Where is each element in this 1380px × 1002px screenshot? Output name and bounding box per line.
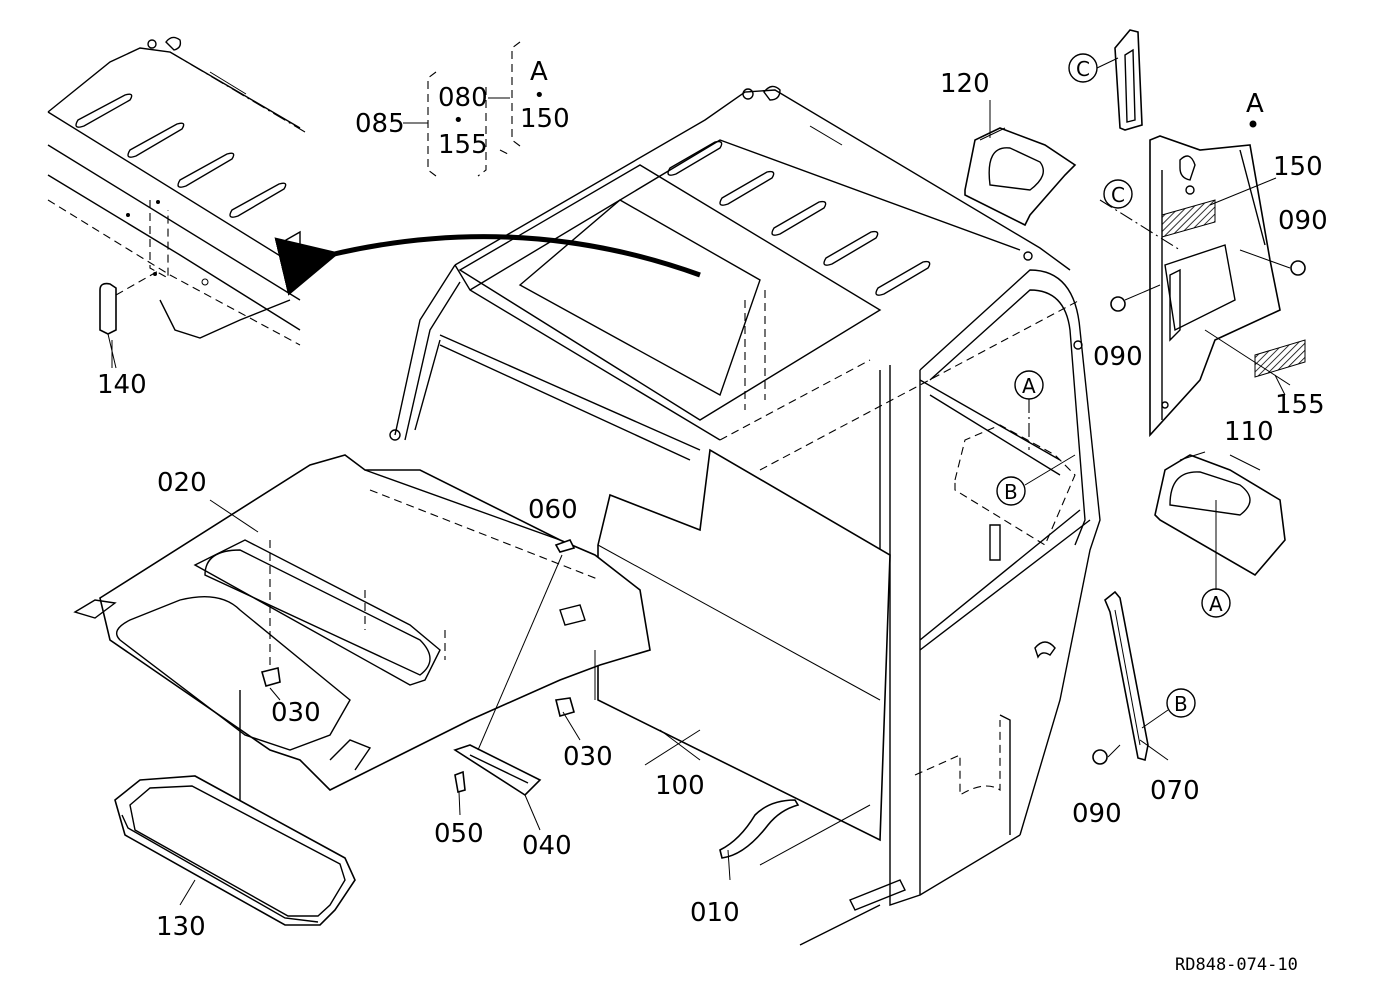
callout-letter-a-top: A [1246, 89, 1264, 119]
label-030-right: 030 [563, 742, 613, 772]
label-140: 140 [97, 370, 147, 400]
svg-text:C: C [1076, 57, 1090, 81]
svg-text:A: A [1022, 374, 1036, 398]
label-090-lower: 090 [1072, 799, 1122, 829]
callout-b-lower: B [1141, 688, 1196, 729]
part-060-clip [554, 539, 576, 553]
part-100-rear-panel [597, 448, 891, 842]
part-050-screw [454, 770, 466, 794]
label-080: 080 [438, 83, 488, 113]
label-070: 070 [1150, 776, 1200, 806]
label-090-left: 090 [1093, 342, 1143, 372]
callout-c-top: C [1068, 53, 1119, 83]
part-090-nut-lower [1092, 749, 1108, 765]
label-085: 085 [355, 109, 405, 139]
label-040: 040 [522, 831, 572, 861]
callout-a-lower: A [1201, 588, 1231, 618]
kit-dot-right: • [534, 85, 545, 106]
part-c-bracket [1114, 29, 1143, 131]
part-110-trim [1154, 451, 1286, 577]
svg-text:A: A [1209, 592, 1223, 616]
part-140-clip [99, 282, 117, 335]
svg-text:C: C [1111, 183, 1125, 207]
kit-dot-left: • [453, 110, 464, 131]
part-150-pillar-trim [1149, 135, 1281, 438]
part-120-trim [964, 127, 1077, 227]
label-050: 050 [434, 819, 484, 849]
drawing-code: RD848-074-10 [1175, 955, 1298, 975]
label-060: 060 [528, 495, 578, 525]
detail-arrow [274, 234, 701, 296]
label-150-right: 150 [1273, 152, 1323, 182]
callout-b-cab: B [996, 454, 1076, 506]
label-155-top: 155 [438, 130, 488, 160]
label-100: 100 [655, 771, 705, 801]
callout-a-cab: A [1014, 370, 1044, 450]
callout-c-mid: C [1103, 179, 1133, 209]
part-090-nut-right [1290, 260, 1306, 276]
part-010-strip [719, 799, 871, 866]
part-040-cover [453, 744, 542, 797]
leader-lines [111, 100, 1286, 906]
label-120: 120 [940, 69, 990, 99]
kit-letter-a: A [530, 57, 548, 87]
part-070-stay [1104, 590, 1149, 762]
kit-grouping: 085 080 • 155 A • 150 [355, 41, 570, 177]
svg-text:B: B [1174, 692, 1188, 716]
part-130-seal [114, 775, 356, 926]
label-030-left: 030 [271, 698, 321, 728]
part-labels: 140 020 060 030 030 100 050 040 130 010 … [97, 69, 1328, 942]
label-150-top: 150 [520, 104, 570, 134]
label-010: 010 [690, 898, 740, 928]
svg-text:B: B [1004, 480, 1018, 504]
label-020: 020 [157, 468, 207, 498]
circled-callouts: C C A B A B [996, 53, 1231, 729]
roof-detail-view [47, 36, 306, 369]
cab-frame [389, 85, 1101, 946]
part-030-fastener-right [555, 697, 575, 717]
part-155-tape [1254, 339, 1306, 378]
label-155-right: 155 [1275, 390, 1325, 420]
label-090-right: 090 [1278, 206, 1328, 236]
label-130: 130 [156, 912, 206, 942]
label-110: 110 [1224, 417, 1274, 447]
part-090-nut-left [1110, 296, 1126, 312]
part-030-fastener-left [261, 667, 281, 687]
